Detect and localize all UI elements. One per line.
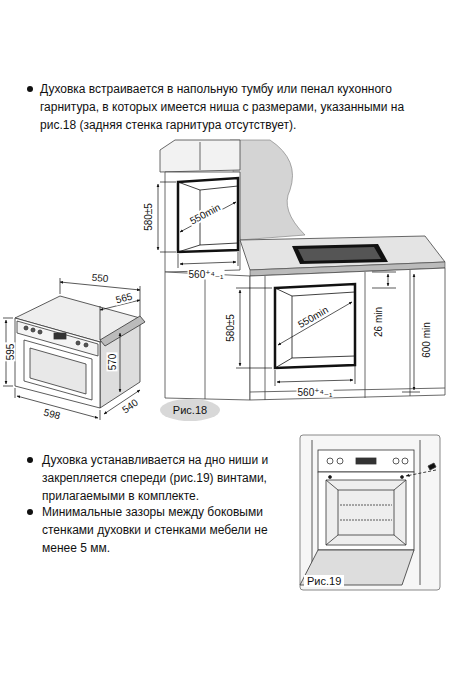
dimension-label: 570 [107, 353, 118, 372]
dimension-label: 560⁺⁴₋₁ [188, 269, 225, 280]
dimension-label: 595 [5, 343, 16, 362]
lower-cabinets [165, 268, 445, 400]
dimension-label: 26 min [373, 306, 384, 338]
dimension-label: 550 [90, 272, 110, 285]
oven [15, 296, 145, 408]
oven-dimension-lines [3, 278, 140, 420]
figure-caption: Рис.19 [304, 575, 344, 587]
dimension-label: 580±5 [225, 313, 236, 343]
instruction-text: Духовка встраивается в напольную тумбу и… [40, 80, 428, 134]
figure-label: Рис.18 [160, 399, 220, 421]
bullet-dots [27, 86, 33, 515]
figure-caption: Рис.18 [173, 404, 207, 416]
lower-niche [275, 284, 355, 368]
hob-glass [298, 247, 381, 261]
hob [292, 244, 388, 264]
upper-niche [178, 178, 238, 252]
figure-frame [300, 435, 440, 590]
fig19-illustration [300, 440, 436, 585]
dimension-label: 600 min [421, 321, 432, 359]
dimension-label: 565 [114, 290, 135, 305]
figure-label-oval [160, 399, 220, 421]
instruction-text: Минимальные зазоры между боковыми стенка… [42, 503, 294, 557]
figure-frame-box: Рис.19 [300, 435, 440, 590]
instruction-text: Духовка устанавливается на дно ниши и за… [42, 451, 294, 505]
dimension-label: 598 [42, 406, 63, 421]
dimension-label: 580±5 [143, 202, 154, 232]
upper-dimension-lines [158, 182, 238, 268]
upper-cabinet [160, 140, 240, 272]
lower-dimension-lines [236, 272, 420, 392]
dimension-label: 560⁺⁴₋₁ [297, 387, 334, 398]
dimension-label: 540 [119, 396, 141, 416]
wall [230, 140, 305, 240]
